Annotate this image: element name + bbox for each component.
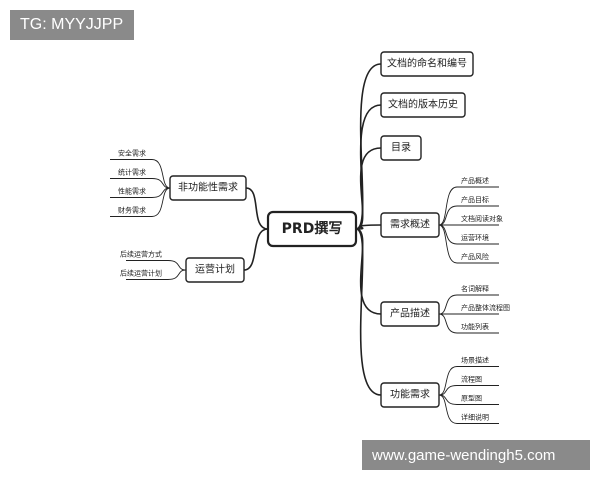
left-sub-node-0-2: 性能需求 [118, 187, 146, 196]
root-node-label: PRD撰写 [282, 220, 343, 237]
branch-connector-5 [355, 228, 382, 396]
sub-connector-3-0 [438, 186, 499, 226]
sub-node-5-2: 原型图 [461, 394, 482, 403]
left-sub-connector-1-0 [126, 260, 187, 271]
sub-connector-5-0 [438, 366, 499, 396]
sub-node-4-0: 名词解释 [461, 284, 489, 293]
branch-connector-1 [355, 104, 382, 230]
branch-node-0 [380, 51, 474, 77]
sub-connector-3-4 [438, 224, 499, 264]
branch-connector-0 [355, 63, 382, 230]
sub-node-5-1: 流程图 [461, 375, 482, 384]
watermark-top: TG: MYYJJPP [10, 10, 134, 40]
sub-node-5-0: 场景描述 [461, 356, 489, 365]
left-sub-node-1-1: 后续运营计划 [120, 269, 162, 278]
sub-node-3-0: 产品概述 [461, 176, 489, 185]
branch-node-5 [380, 382, 440, 408]
sub-node-3-4: 产品风险 [461, 252, 489, 261]
branch-node-0-label: 文档的命名和编号 [387, 57, 467, 70]
left-sub-connector-0-0 [110, 159, 171, 189]
left-sub-connector-0-1 [110, 178, 171, 189]
left-branch-node-0-label: 非功能性需求 [178, 181, 238, 194]
left-sub-node-0-3: 财务需求 [118, 206, 146, 215]
sub-node-4-2: 功能列表 [461, 322, 489, 331]
branch-node-1-label: 文档的版本历史 [388, 98, 458, 111]
branch-node-4-label: 产品描述 [390, 307, 430, 320]
left-branch-connector-0 [245, 187, 269, 230]
left-branch-node-1-label: 运营计划 [195, 263, 235, 276]
sub-node-3-1: 产品目标 [461, 195, 489, 204]
left-sub-node-0-0: 安全需求 [118, 149, 146, 158]
left-sub-connector-0-3 [110, 187, 171, 217]
sub-connector-5-1 [438, 385, 499, 396]
branch-connector-4 [355, 228, 382, 315]
sub-node-5-3: 详细说明 [461, 413, 489, 422]
sub-connector-4-2 [438, 313, 499, 334]
mindmap-connectors [110, 63, 499, 424]
sub-connector-4-0 [438, 294, 499, 315]
watermark-bottom: www.game-wendingh5.com [362, 440, 590, 470]
left-sub-node-0-1: 统计需求 [118, 168, 146, 177]
branch-node-2-label: 目录 [391, 142, 411, 154]
root-node [266, 210, 358, 248]
left-branch-node-0 [169, 175, 247, 201]
branch-node-3 [380, 212, 440, 238]
sub-node-4-1: 产品整体流程图 [461, 303, 510, 312]
sub-connector-5-3 [438, 394, 499, 424]
left-sub-connector-1-1 [126, 269, 187, 280]
branch-node-4 [380, 301, 440, 327]
left-branch-connector-1 [243, 228, 269, 271]
branch-connector-2 [355, 147, 382, 230]
sub-node-3-2: 文档阅读对象 [461, 214, 503, 223]
sub-connector-3-1 [438, 205, 499, 226]
left-sub-node-1-0: 后续运营方式 [120, 250, 162, 259]
branch-node-5-label: 功能需求 [390, 388, 430, 401]
branch-node-3-label: 需求概述 [390, 218, 430, 231]
left-branch-node-1 [185, 257, 245, 283]
branch-connector-3 [355, 224, 382, 230]
sub-node-3-3: 运营环境 [461, 233, 489, 242]
branch-node-2 [380, 135, 422, 161]
branch-node-1 [380, 92, 466, 118]
